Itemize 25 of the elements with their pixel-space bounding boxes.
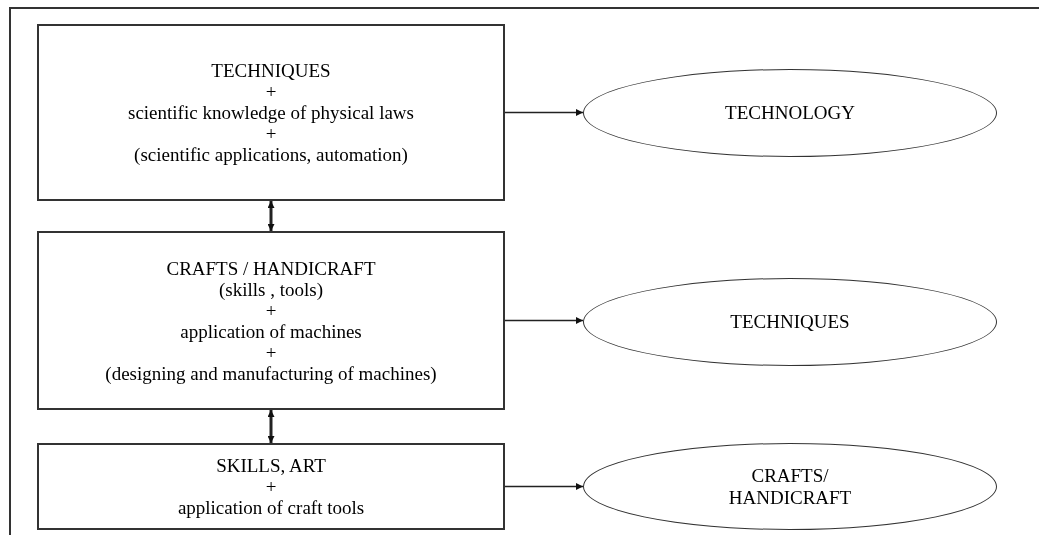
box-text: +: [265, 476, 277, 497]
box-text: SKILLS, ART: [216, 455, 326, 476]
stage-box: [37, 24, 505, 201]
box-text: application of craft tools: [177, 497, 365, 518]
arrow: [504, 483, 584, 490]
box-text: +: [265, 123, 277, 144]
box-text: +: [265, 299, 277, 321]
arrow: [504, 317, 584, 324]
stage-box: [37, 231, 505, 410]
arrow: [267, 410, 275, 443]
box-text: +: [265, 81, 277, 102]
box-text: CRAFTS / HANDICRAFT: [166, 257, 376, 279]
arrow: [504, 109, 584, 116]
box-text: (scientific applications, automation): [134, 144, 408, 165]
box-text: TECHNOLOGY: [725, 102, 855, 124]
box-text: CRAFTS/ HANDICRAFT: [727, 464, 853, 509]
box-text: TECHNIQUES: [730, 311, 850, 333]
box-text: (designing and manufacturing of machines): [105, 362, 437, 384]
box-text: +: [265, 341, 277, 363]
stage-box: [37, 443, 505, 530]
box-text: scientific knowledge of physical laws: [128, 102, 414, 123]
box-text: application of machines: [180, 320, 362, 342]
arrow: [267, 201, 275, 231]
box-text: TECHNIQUES: [211, 60, 331, 81]
box-text: (skills , tools): [219, 278, 323, 300]
